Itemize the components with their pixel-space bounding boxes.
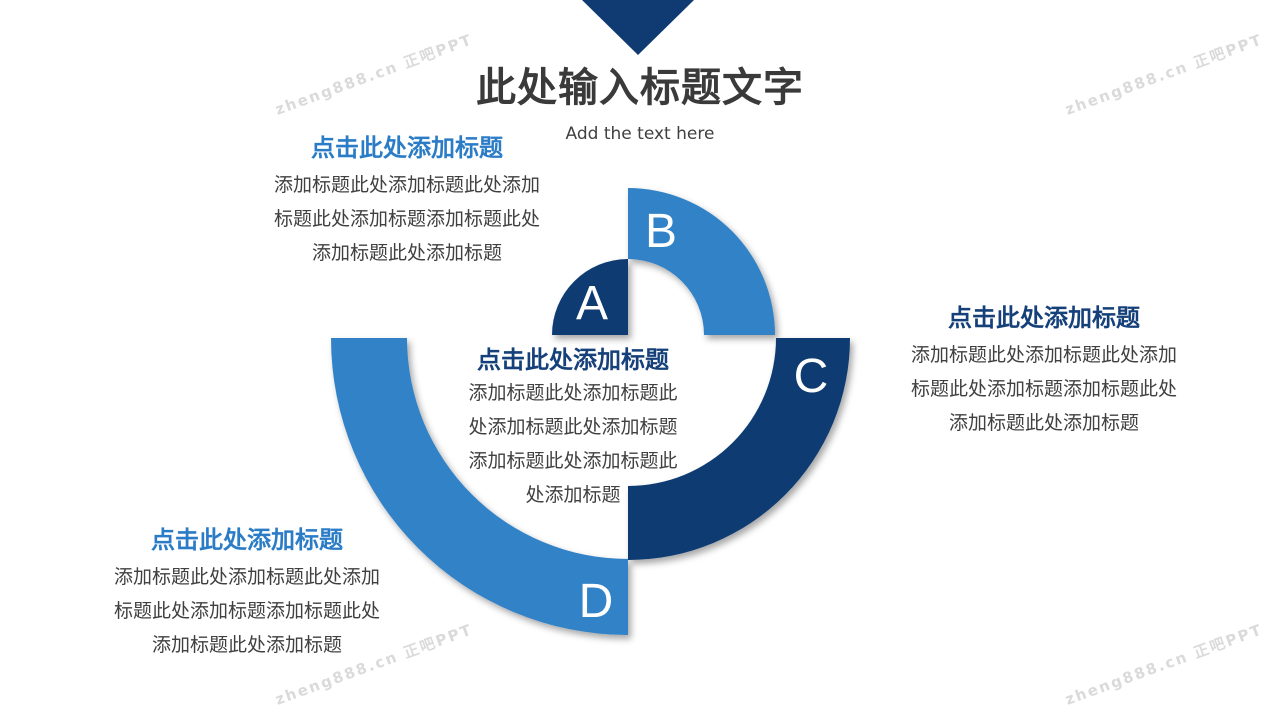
block-line: 处添加标题此处添加标题 — [468, 416, 678, 438]
segment-d[interactable] — [331, 338, 628, 635]
top-triangle-decoration — [582, 0, 694, 55]
slide-subtitle[interactable]: Add the text here — [565, 124, 715, 144]
block-line: 添加标题此处添加标题 — [948, 412, 1139, 434]
segment-a-letter: A — [576, 277, 608, 330]
block-body[interactable]: 添加标题此处添加标题此处添加 标题此处添加标题添加标题此处 添加标题此处添加标题 — [248, 168, 566, 270]
block-body[interactable]: 添加标题此处添加标题此处添加 标题此处添加标题添加标题此处 添加标题此处添加标题 — [88, 560, 406, 662]
segment-a[interactable] — [552, 259, 628, 335]
text-block-bottom-left: 点击此处添加标题 添加标题此处添加标题此处添加 标题此处添加标题添加标题此处 添… — [88, 524, 406, 662]
block-line: 添加标题此处添加标题 — [311, 242, 502, 264]
text-block-top-left: 点击此处添加标题 添加标题此处添加标题此处添加 标题此处添加标题添加标题此处 添… — [248, 132, 566, 270]
block-heading[interactable]: 点击此处添加标题 — [151, 526, 343, 554]
segment-c-letter: C — [794, 350, 829, 403]
block-line: 添加标题此处添加标题此处添加 — [113, 566, 380, 588]
segment-c[interactable] — [628, 338, 850, 560]
text-block-center: 点击此处添加标题 添加标题此处添加标题此 处添加标题此处添加标题 添加标题此处添… — [448, 344, 698, 512]
block-line: 标题此处添加标题添加标题此处 — [910, 378, 1177, 400]
block-line: 添加标题此处添加标题 — [151, 634, 342, 656]
block-line: 标题此处添加标题添加标题此处 — [113, 600, 380, 622]
block-body[interactable]: 添加标题此处添加标题此处添加 标题此处添加标题添加标题此处 添加标题此处添加标题 — [885, 338, 1203, 440]
block-line: 添加标题此处添加标题此处添加 — [910, 344, 1177, 366]
segment-b-letter: B — [645, 205, 677, 258]
text-block-right: 点击此处添加标题 添加标题此处添加标题此处添加 标题此处添加标题添加标题此处 添… — [885, 302, 1203, 440]
slide-title[interactable]: 此处输入标题文字 — [476, 65, 804, 111]
block-heading[interactable]: 点击此处添加标题 — [477, 346, 669, 374]
block-line: 处添加标题 — [525, 484, 621, 506]
block-line: 添加标题此处添加标题此 — [468, 382, 678, 404]
block-body[interactable]: 添加标题此处添加标题此 处添加标题此处添加标题 添加标题此处添加标题此 处添加标… — [448, 376, 698, 512]
block-line: 添加标题此处添加标题此处添加 — [273, 174, 540, 196]
segment-d-letter: D — [579, 575, 614, 628]
block-heading[interactable]: 点击此处添加标题 — [948, 304, 1140, 332]
block-line: 添加标题此处添加标题此 — [468, 450, 678, 472]
segment-b[interactable] — [628, 188, 775, 335]
block-heading[interactable]: 点击此处添加标题 — [311, 134, 503, 162]
block-line: 标题此处添加标题添加标题此处 — [273, 208, 540, 230]
